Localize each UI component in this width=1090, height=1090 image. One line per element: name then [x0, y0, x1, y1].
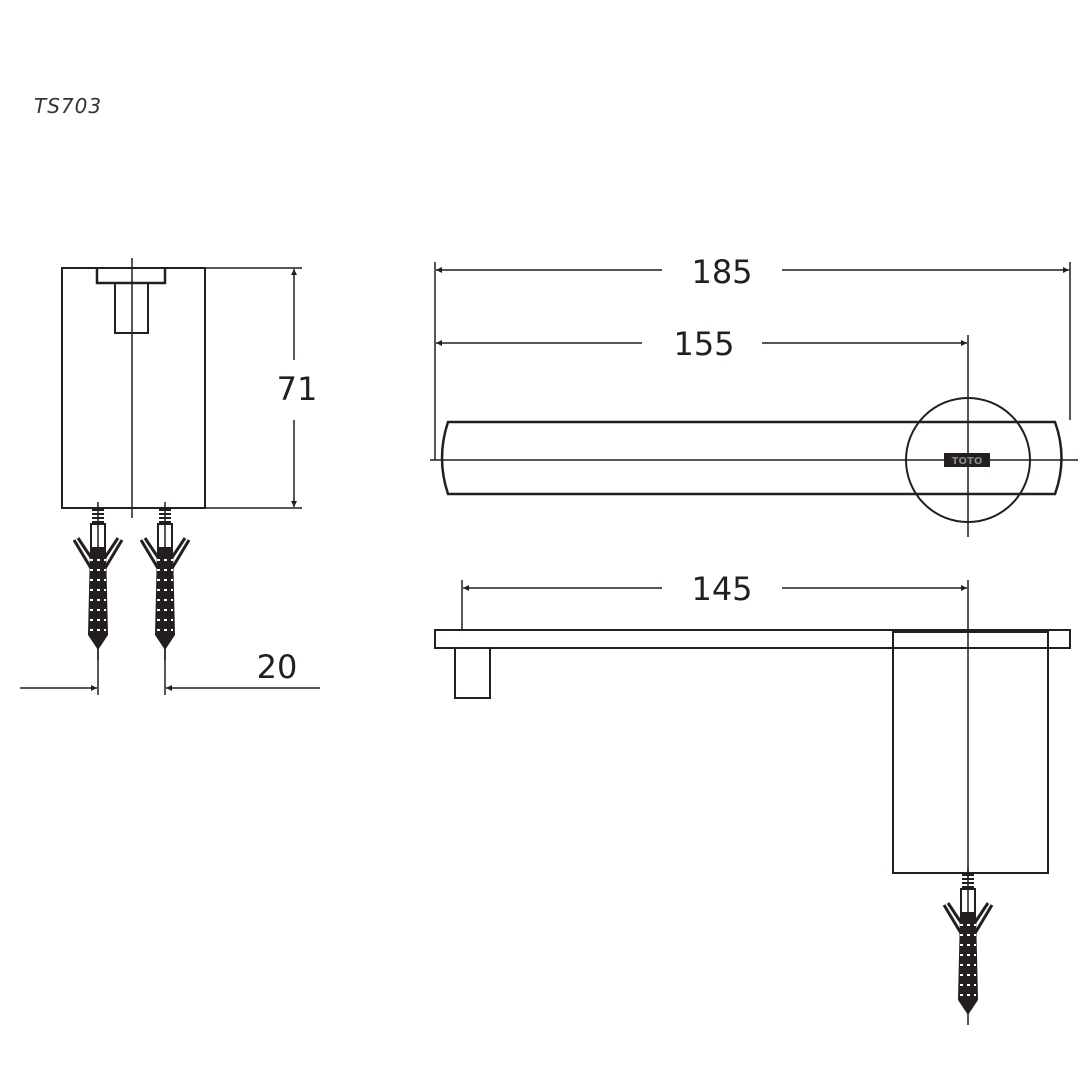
dimension-height-label: 71: [277, 370, 318, 408]
toto-logo: [944, 453, 990, 467]
dimension-overall-label: 185: [691, 253, 752, 291]
logo-text: TOTO: [952, 456, 983, 467]
dimension-mount-label: 145: [691, 570, 752, 608]
holder-arm: [440, 420, 1063, 496]
wall-anchor-icon: [72, 500, 124, 662]
top-view: 145: [434, 570, 1071, 1027]
screw-cap: [95, 268, 167, 285]
wall-anchor-icon: [942, 865, 994, 1027]
body-outline: [61, 267, 206, 509]
wall-mount-body: [892, 631, 1049, 874]
model-number: TS703: [34, 94, 103, 118]
dimension-spacing-label: 20: [257, 648, 298, 686]
dimension-axis-label: 155: [673, 325, 734, 363]
side-view: 71 20: [20, 258, 320, 695]
end-peg: [454, 647, 491, 699]
arm-plate: [434, 629, 1071, 649]
wall-anchor-icon: [139, 500, 191, 662]
front-view: 185 155 TOTO: [430, 253, 1078, 537]
